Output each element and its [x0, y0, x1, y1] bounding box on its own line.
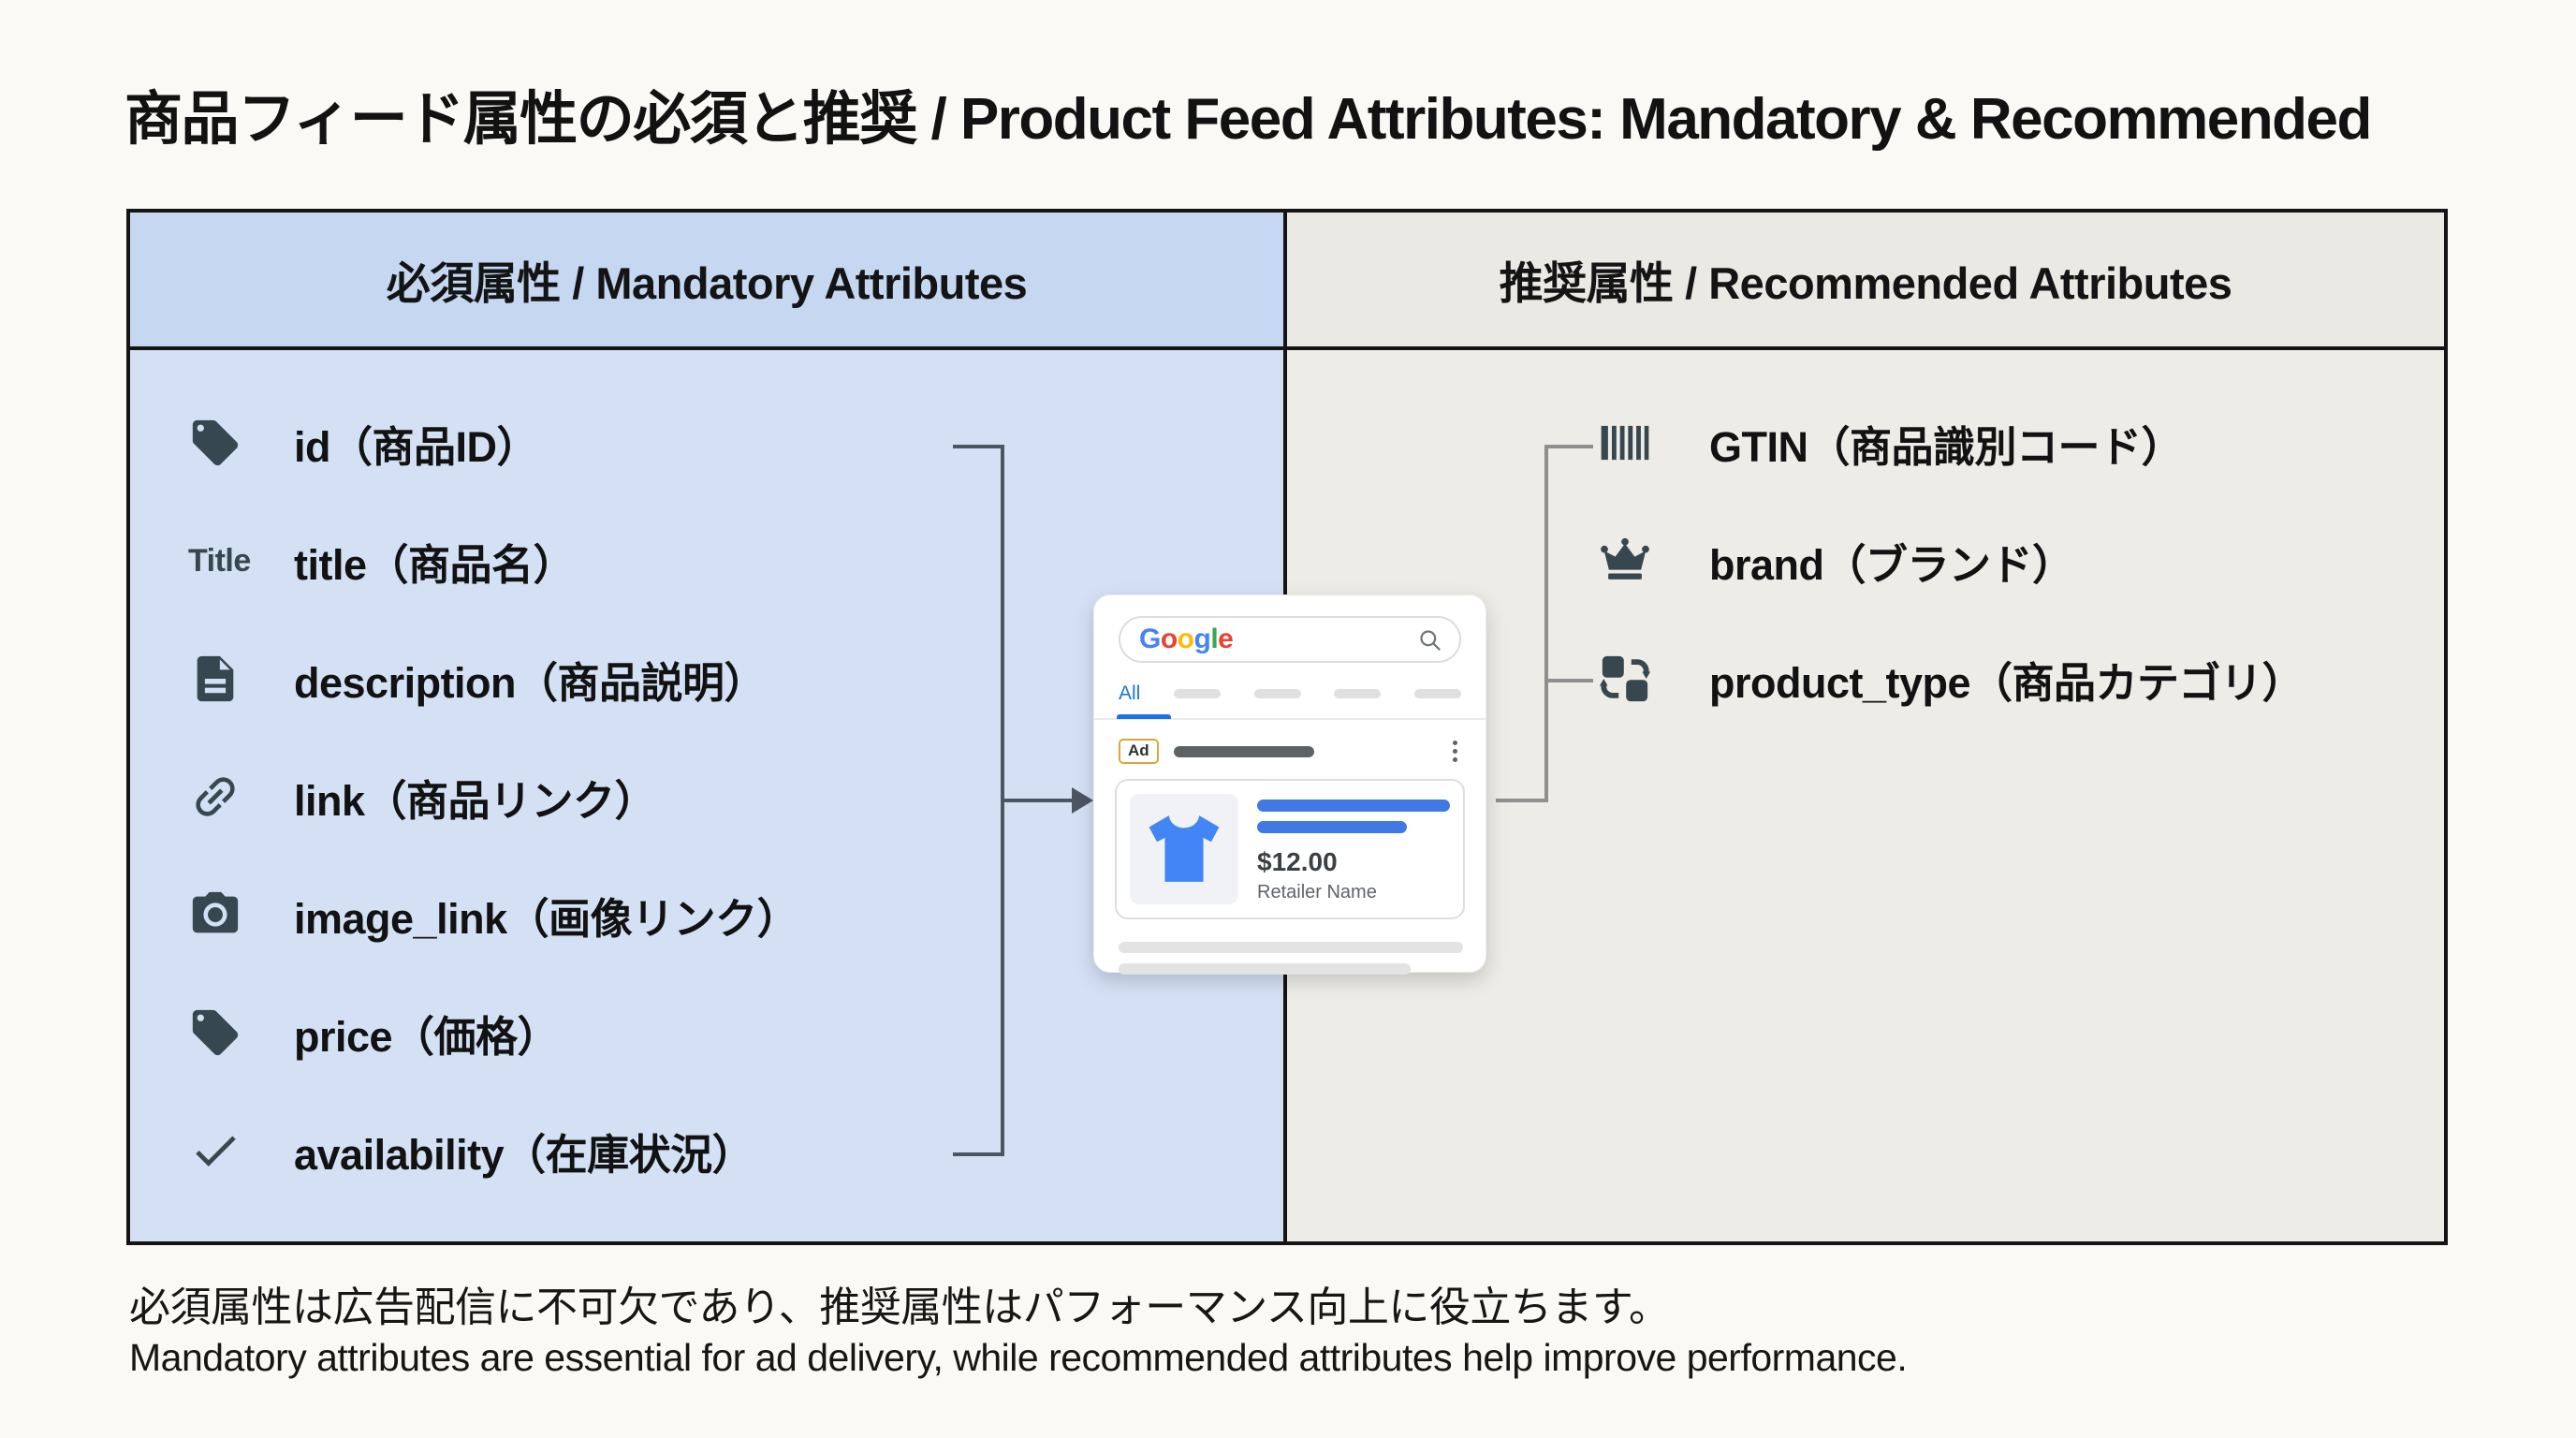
link-icon	[188, 766, 278, 828]
attribute-row-id: id（商品ID）	[130, 384, 1283, 502]
google-logo: Google	[1139, 624, 1234, 654]
tab-all-underline	[1117, 714, 1171, 719]
attribute-row-brand: brand（ブランド）	[1287, 502, 2444, 620]
mandatory-header: 必須属性 / Mandatory Attributes	[130, 213, 1283, 350]
attribute-label: availability（在庫状況）	[294, 1130, 754, 1179]
check-icon	[188, 1120, 278, 1181]
product-price: $12.00	[1257, 847, 1338, 876]
tab-placeholder	[1413, 689, 1461, 698]
recommended-column: 推奨属性 / Recommended Attributes GTIN（商品識別コ…	[1287, 213, 2444, 1241]
attribute-label: description（商品説明）	[294, 658, 767, 707]
arrow-head-icon	[1072, 787, 1093, 814]
tshirt-icon	[1149, 815, 1220, 882]
tab-placeholder	[1334, 689, 1382, 698]
recommended-header: 推奨属性 / Recommended Attributes	[1287, 213, 2444, 350]
ad-headline-placeholder	[1173, 745, 1314, 757]
product-info: $12.00 Retailer Name	[1257, 794, 1450, 904]
title-text-icon: Title	[188, 542, 251, 579]
attribute-row-price: price（価格）	[130, 974, 1283, 1092]
arrow-shaft	[1001, 799, 1074, 802]
attribute-label: GTIN（商品識別コード）	[1709, 422, 2184, 471]
ad-row: Ad	[1119, 739, 1461, 764]
attribute-row-gtin: GTIN（商品識別コード）	[1287, 384, 2444, 502]
tab-all: All	[1119, 682, 1141, 704]
crown-icon	[1598, 530, 1693, 592]
attribute-row-product-type: product_type（商品カテゴリ）	[1287, 620, 2444, 738]
recommended-bracket-top-tick	[1544, 445, 1593, 448]
recommended-bracket-mid-tick	[1544, 679, 1593, 682]
ad-badge: Ad	[1119, 739, 1159, 764]
recommended-bracket-line	[1544, 445, 1548, 802]
barcode-icon	[1598, 412, 1693, 474]
serp-tabs: All	[1119, 680, 1461, 708]
google-search-bar: Google	[1119, 616, 1461, 663]
product-image	[1130, 794, 1238, 904]
attribute-label: link（商品リンク）	[294, 776, 657, 825]
sync-icon	[1598, 648, 1693, 710]
result-line-placeholder	[1119, 963, 1411, 975]
result-line-placeholder	[1119, 942, 1463, 953]
more-options-icon	[1453, 741, 1461, 762]
mandatory-bracket-top-tick	[953, 445, 1004, 448]
attribute-label: product_type（商品カテゴリ）	[1709, 658, 2305, 707]
attribute-label: title（商品名）	[294, 540, 576, 589]
search-icon	[1417, 627, 1442, 653]
retailer-name: Retailer Name	[1257, 882, 1377, 902]
mandatory-column: 必須属性 / Mandatory Attributes id（商品ID） Tit…	[130, 213, 1287, 1241]
product-ad-card: $12.00 Retailer Name	[1115, 779, 1465, 919]
mandatory-body: id（商品ID） Title title（商品名） description（商品…	[130, 350, 1283, 1241]
recommended-bracket-card-link	[1496, 799, 1548, 802]
footer-note-ja: 必須属性は広告配信に不可欠であり、推奨属性はパフォーマンス向上に役立ちます。	[129, 1284, 1670, 1330]
tag-icon	[188, 1002, 278, 1064]
attributes-table: 必須属性 / Mandatory Attributes id（商品ID） Tit…	[126, 209, 2448, 1245]
footer-note-en: Mandatory attributes are essential for a…	[129, 1336, 1908, 1379]
attribute-row-link: link（商品リンク）	[130, 738, 1283, 856]
camera-icon	[188, 884, 278, 946]
attribute-row-image-link: image_link（画像リンク）	[130, 856, 1283, 974]
google-serp-mockup: Google All Ad	[1093, 594, 1486, 975]
attribute-label: image_link（画像リンク）	[294, 894, 799, 943]
attribute-label: brand（ブランド）	[1709, 540, 2074, 589]
product-subtitle-placeholder	[1257, 821, 1407, 833]
product-title-placeholder	[1257, 800, 1450, 812]
document-icon	[188, 648, 278, 710]
attribute-row-availability: availability（在庫状況）	[130, 1092, 1283, 1210]
attribute-row-title: Title title（商品名）	[130, 502, 1283, 620]
attribute-row-description: description（商品説明）	[130, 620, 1283, 738]
attribute-label: id（商品ID）	[294, 422, 539, 471]
tab-placeholder	[1174, 689, 1221, 698]
tag-icon	[188, 412, 278, 474]
attribute-label: price（価格）	[294, 1012, 560, 1061]
tab-placeholder	[1253, 689, 1301, 698]
page-title: 商品フィード属性の必須と推奨 / Product Feed Attributes…	[124, 87, 2372, 152]
mandatory-bracket-bottom-tick	[953, 1152, 1004, 1156]
tabs-divider	[1094, 714, 1486, 720]
